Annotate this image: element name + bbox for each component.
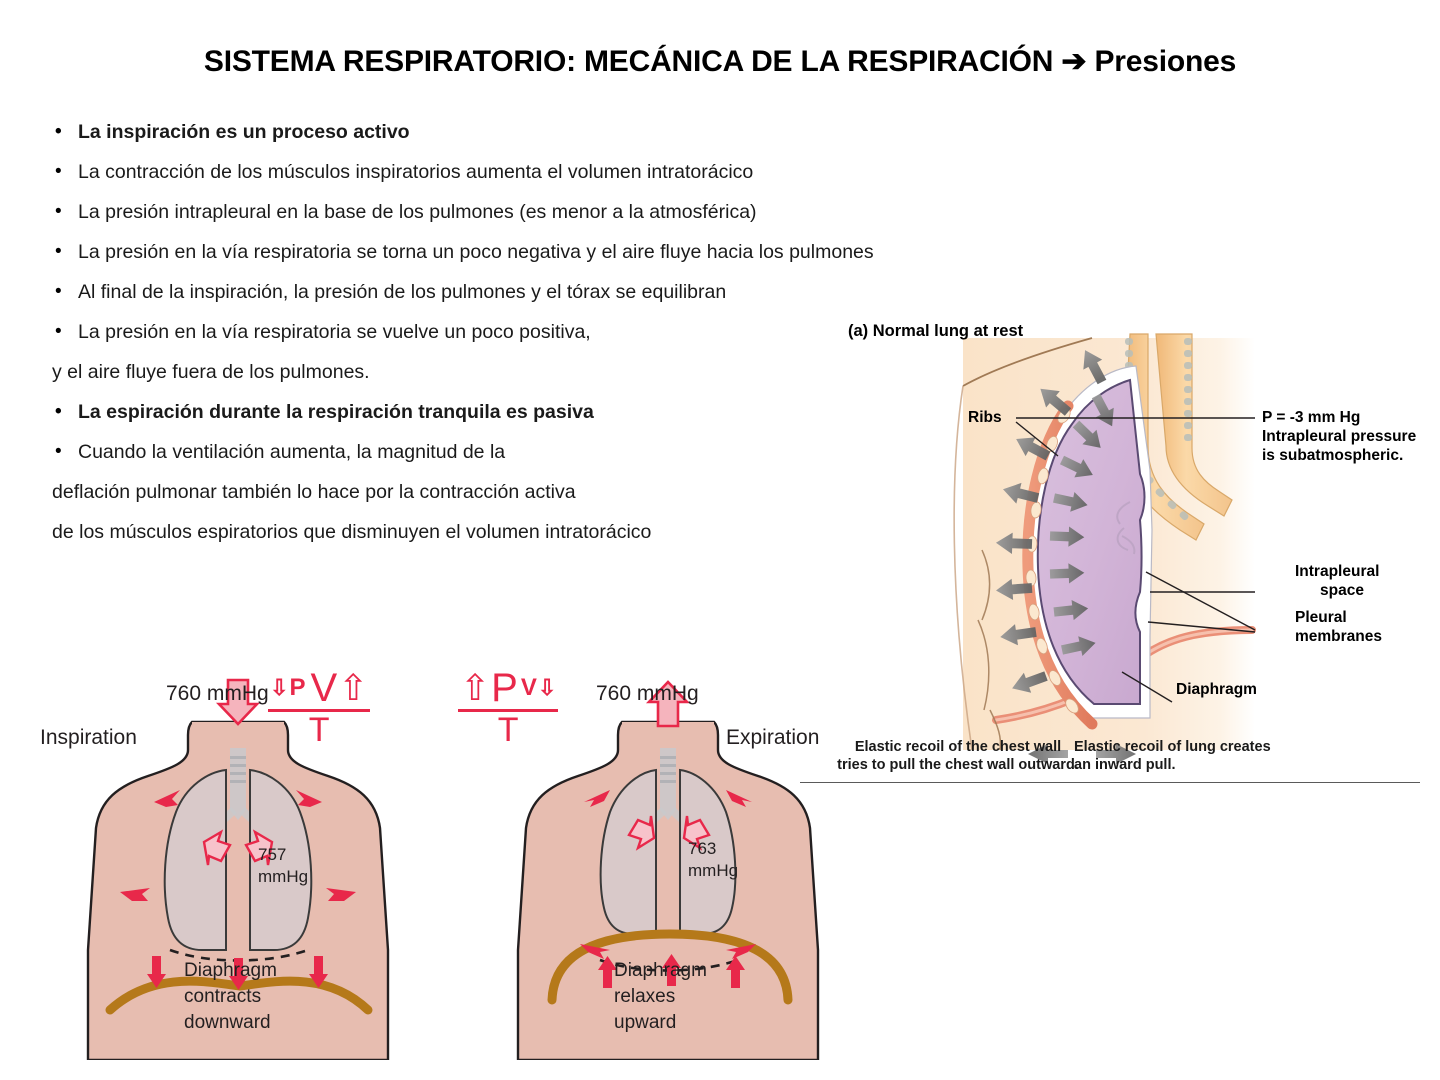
pleural-membranes-label-line1: Pleural [1295, 609, 1347, 626]
chest-wall-recoil-note-line1: Elastic recoil of the chest wall [854, 739, 1062, 755]
bullet-item: Al final de la inspiración, la presión d… [50, 272, 1050, 312]
page-title: SISTEMA RESPIRATORIO: MECÁNICA DE LA RES… [203, 45, 1237, 78]
expiration-diaphragm-label-line3: upward [614, 1012, 677, 1033]
pressure-symbol: P [491, 666, 518, 710]
lung-recoil-note-line1: Elastic recoil of lung creates [1074, 739, 1271, 755]
volume-down-arrow-icon: ⇩ [537, 675, 557, 700]
inspiration-diaphragm-label-line3: downward [184, 1012, 271, 1033]
pressure-up-arrow-icon: ⇧ [460, 667, 491, 708]
pressure-symbol: P [289, 674, 306, 701]
formula-denominator: T [497, 711, 519, 749]
inspiration-atmospheric-pressure-label: 760 mmHg [166, 682, 269, 705]
expiration-atmospheric-pressure-label: 760 mmHg [596, 682, 699, 705]
lung-recoil-note-line2: an inward pull. [1074, 757, 1176, 773]
intrapleural-pressure-label-line3: is subatmospheric. [1262, 447, 1404, 464]
bullet-item: La presión en la vía respiratoria se vue… [50, 312, 1050, 352]
pleural-membranes-leader-line-b [1145, 571, 1256, 631]
expiration-torso-svg [516, 680, 820, 1062]
diaphragm-label: Diaphragm [1176, 681, 1257, 698]
expiration-panel: 760 mmHg Expiration 763 mmHg Diaphragm r… [488, 660, 848, 1062]
formula-denominator: T [308, 711, 330, 749]
volume-symbol: V [310, 666, 338, 710]
intrapleural-space-label-line2: space [1320, 582, 1364, 599]
intrapleural-pressure-label-line1: P = -3 mm Hg [1262, 409, 1361, 426]
breathing-mechanics-figure: 760 mmHg Inspiration 757 mmHg Diaphragm … [40, 660, 830, 1062]
inspiration-diaphragm-label-line1: Diaphragm [184, 960, 277, 981]
inspiration-diaphragm-label-line2: contracts [184, 986, 262, 1007]
chest-wall-recoil-note-line2: tries to pull the chest wall outward. [837, 757, 1079, 773]
ribs-label: Ribs [968, 409, 1002, 426]
bullet-item: Cuando la ventilación aumenta, la magnit… [50, 432, 1050, 472]
formula-numerator: ⇧ P V ⇩ [458, 666, 559, 712]
expiration-phase-label: Expiration [726, 726, 820, 749]
continuation-line: deflación pulmonar también lo hace por l… [52, 481, 576, 503]
volume-up-arrow-icon: ⇧ [338, 667, 369, 708]
continuation-line: de los músculos espiratorios que disminu… [52, 521, 652, 543]
bullet-list: La inspiración es un proceso activoLa co… [50, 112, 1050, 552]
bullet-item: La inspiración es un proceso activo [50, 112, 1050, 152]
expiration-diaphragm-label-line1: Diaphragm [614, 960, 707, 981]
recoil-divider-rule [800, 782, 1420, 783]
lung-at-rest-svg [953, 333, 1256, 764]
bullet-item: La presión intrapleural en la base de lo… [50, 192, 1050, 232]
expiration-alveolar-pressure-unit: mmHg [688, 861, 739, 880]
inspiration-alveolar-pressure-value: 757 [258, 845, 287, 864]
expiration-pressure-volume-formula: ⇧ P V ⇩ T [458, 666, 559, 749]
volume-symbol: V [520, 674, 537, 701]
pressure-down-arrow-icon: ⇩ [270, 675, 289, 700]
diaphragm-leader-line [1121, 671, 1173, 703]
inspiration-phase-label: Inspiration [40, 726, 137, 749]
pleural-membranes-label-line2: membranes [1295, 628, 1383, 645]
continuation-line: y el aire fluye fuera de los pulmones. [52, 361, 370, 383]
bullet-item: La presión en la vía respiratoria se tor… [50, 232, 1050, 272]
inspiration-panel: 760 mmHg Inspiration 757 mmHg Diaphragm … [40, 660, 418, 1062]
inspiration-alveolar-pressure-unit: mmHg [258, 867, 309, 886]
bullet-item: La contracción de los músculos inspirato… [50, 152, 1050, 192]
intrapleural-pressure-label-line2: Intrapleural pressure [1262, 428, 1417, 445]
expiration-alveolar-pressure-value: 763 [688, 839, 717, 858]
inspiration-pressure-volume-formula: ⇩ P V ⇧ T [268, 666, 371, 749]
formula-numerator: ⇩ P V ⇧ [268, 666, 371, 712]
bullet-item: La espiración durante la respiración tra… [50, 392, 1050, 432]
ribs-leader-line [1015, 421, 1059, 457]
expiration-diaphragm-label-line2: relaxes [614, 986, 676, 1007]
normal-lung-at-rest-figure: (a) Normal lung at rest Ribs P = -3 mm H… [800, 320, 1440, 790]
figure-caption: (a) Normal lung at rest [848, 322, 1024, 340]
pleural-membranes-leader-line-a [1147, 621, 1256, 633]
intrapleural-space-label-line1: Intrapleural [1295, 563, 1380, 580]
inspiration-torso-svg [86, 678, 390, 1062]
